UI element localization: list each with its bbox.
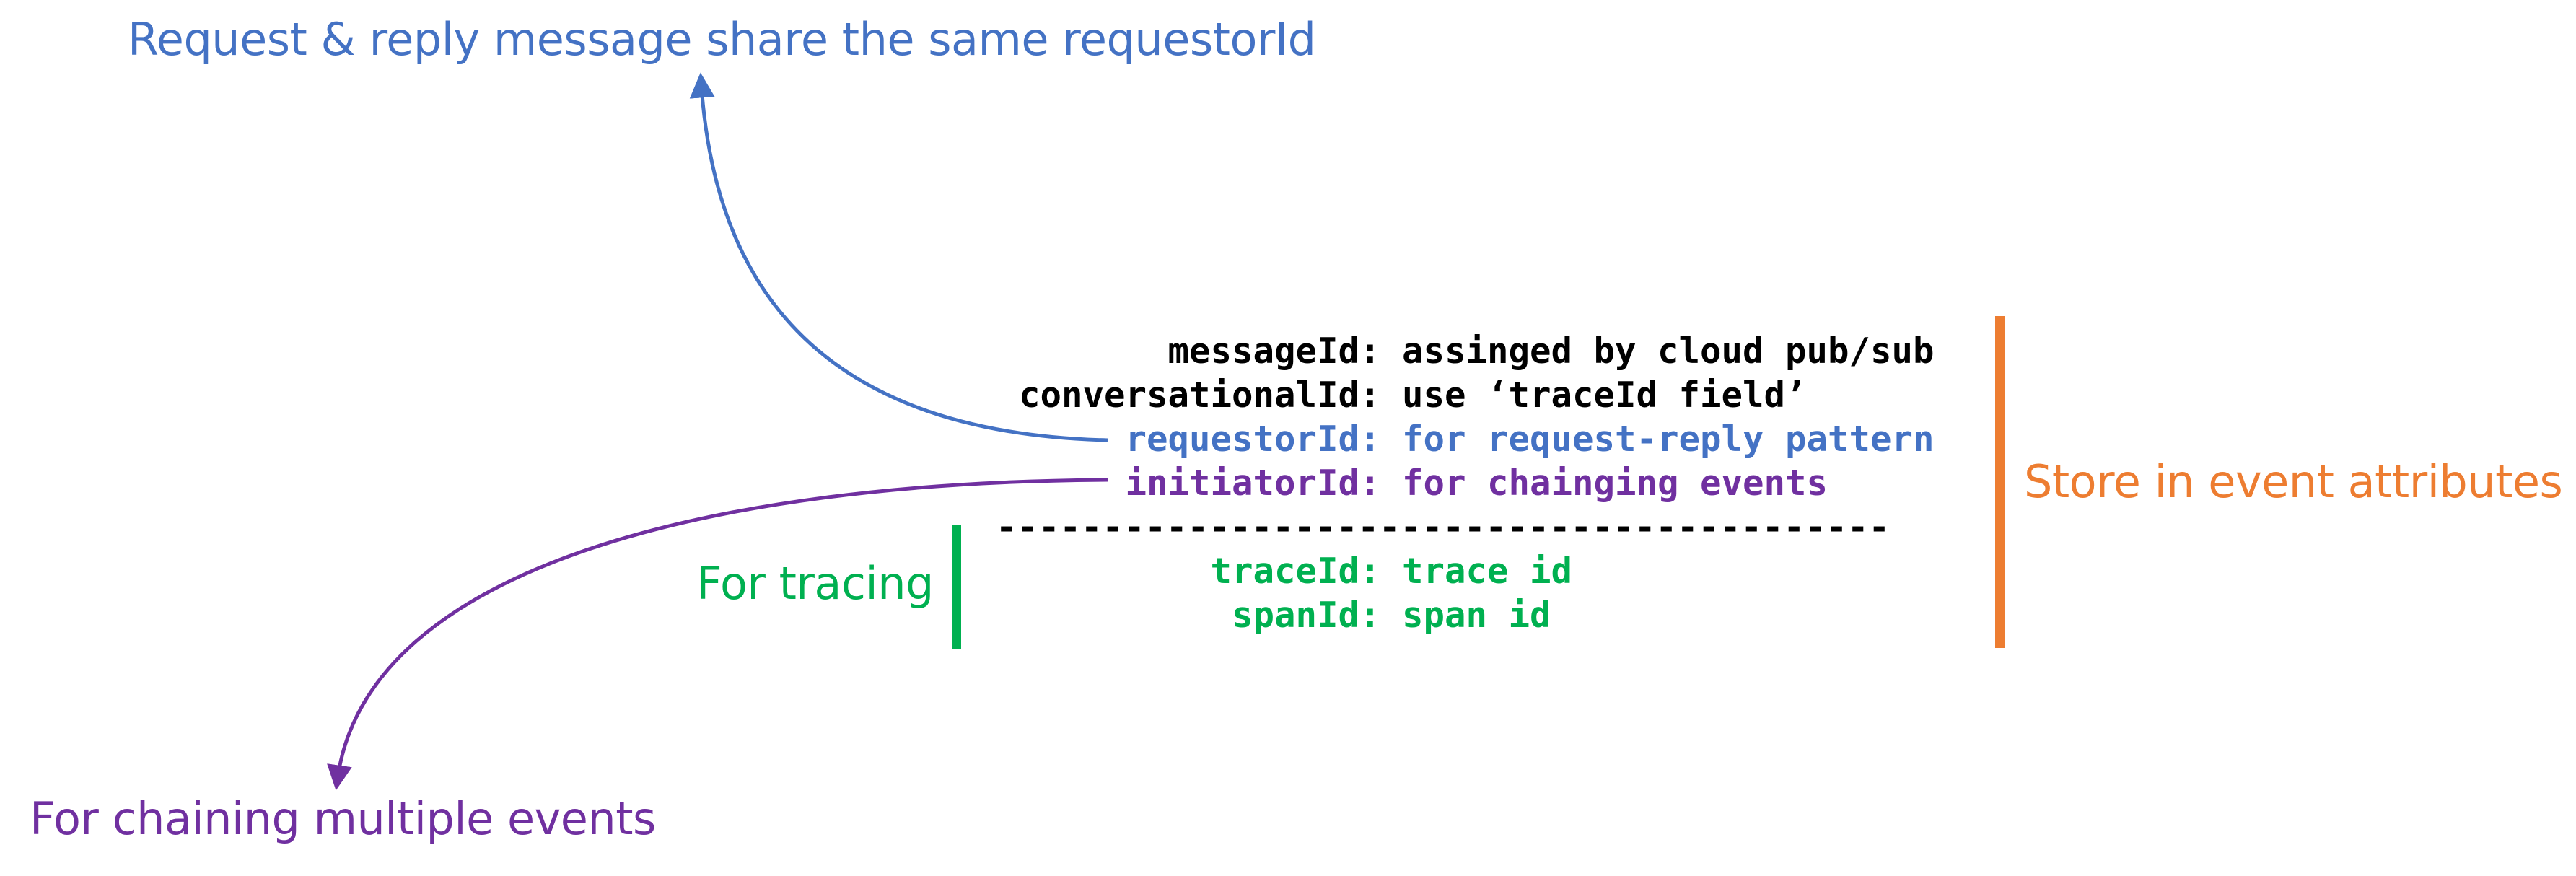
code-line-trace-id: traceId: trace id	[996, 549, 1948, 593]
requestor-arrow	[689, 72, 1108, 442]
chaining-arrow	[327, 478, 1108, 791]
field-key: requestorId:	[1125, 419, 1402, 460]
field-key: messageId:	[1167, 330, 1402, 372]
tracing-bracket	[952, 525, 961, 649]
field-key: conversationalId:	[1018, 375, 1402, 416]
store-attributes-callout: Store in event attributes	[2024, 455, 2563, 508]
field-value: for chainging events	[1402, 463, 1828, 504]
field-value: for request-reply pattern	[1402, 419, 1935, 460]
requestor-callout: Request & reply message share the same r…	[128, 13, 1316, 66]
tracing-callout: For tracing	[696, 557, 934, 610]
code-line-initiator-id: initiatorId: for chainging events	[996, 461, 1948, 505]
field-key: initiatorId:	[1125, 463, 1402, 504]
field-value: trace id	[1402, 551, 1573, 592]
code-separator: ----------------------------------------…	[996, 507, 1891, 548]
code-line-requestor-id: requestorId: for request-reply pattern	[996, 417, 1948, 461]
field-value: use ‘traceId field’	[1402, 375, 1807, 416]
code-line-conversational-id: conversationalId: use ‘traceId field’	[996, 373, 1948, 417]
field-key: spanId:	[1231, 595, 1402, 636]
field-value: assinged by cloud pub/sub	[1402, 330, 1935, 372]
chaining-callout: For chaining multiple events	[30, 792, 656, 845]
message-fields-block: messageId: assinged by cloud pub/sub con…	[996, 329, 1948, 637]
code-line-message-id: messageId: assinged by cloud pub/sub	[996, 329, 1948, 373]
field-key: traceId:	[1210, 551, 1402, 592]
field-value: span id	[1402, 595, 1551, 636]
code-line-span-id: spanId: span id	[996, 593, 1948, 637]
store-attributes-bracket	[1995, 316, 2005, 648]
